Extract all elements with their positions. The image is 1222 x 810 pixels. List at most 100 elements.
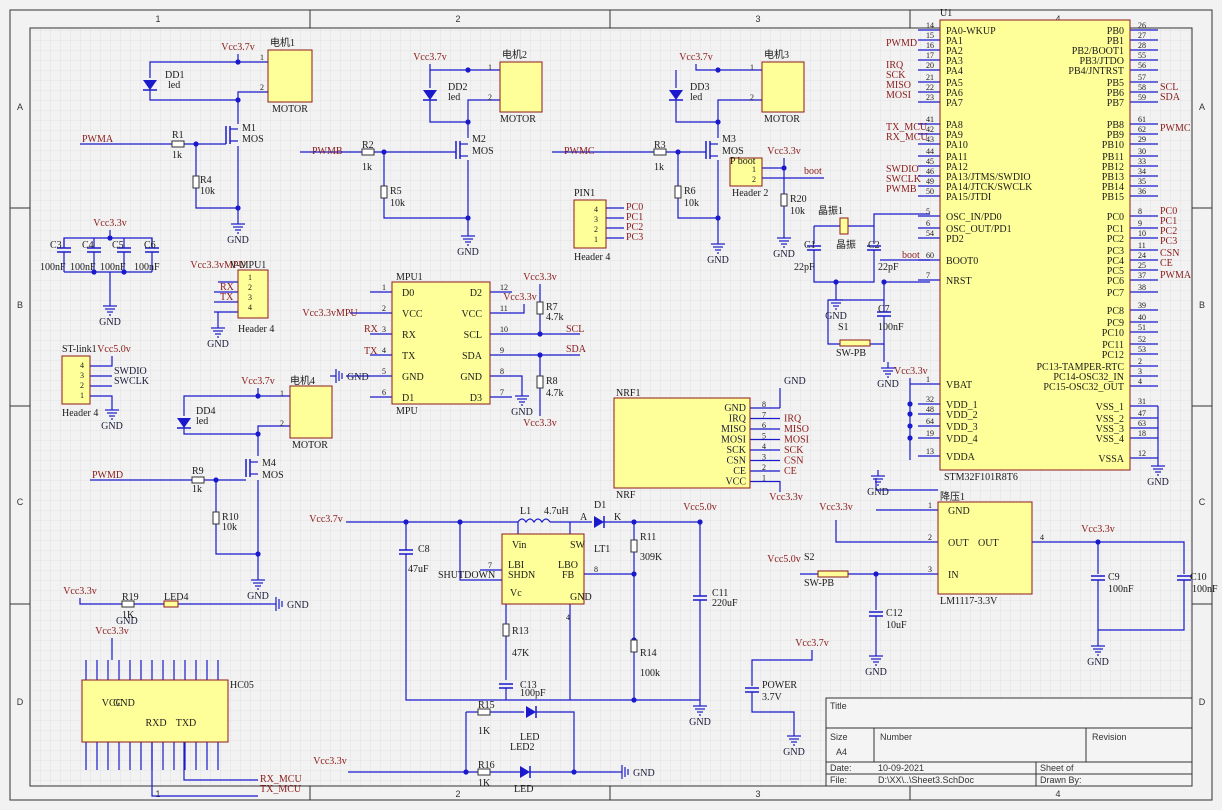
label-ce: CE — [784, 466, 797, 477]
ground-symbol — [231, 218, 245, 234]
junction-dot — [907, 423, 913, 429]
u1-right-pin-num: 34 — [1138, 167, 1146, 176]
nrf-module — [613, 397, 751, 489]
c8-cap — [399, 549, 413, 555]
u1-right-pin-name: PC11 — [1102, 340, 1124, 351]
label-v10k: 10k — [684, 198, 699, 209]
u1-left-pin-num: 50 — [926, 187, 934, 196]
pin-num: 2 — [280, 419, 284, 428]
gnd-label: GND — [101, 421, 123, 432]
ground-symbol — [1091, 640, 1105, 656]
gnd-label: GND — [783, 747, 805, 758]
frame-row-mark: D — [1199, 697, 1206, 707]
power-port-vcc33: Vcc3.3v — [819, 502, 853, 513]
label-boot: boot — [804, 166, 822, 177]
label-lbo: LBO — [558, 560, 578, 571]
label-r5: R5 — [390, 186, 402, 197]
label-mos: MOS — [472, 146, 494, 157]
u1-left-pin-name: PA4 — [946, 66, 963, 77]
pin-num: 1 — [248, 273, 252, 282]
u1-left-net: PWMB — [886, 184, 917, 195]
power-port-vcc33_mpu: Vcc3.3vMPU — [302, 308, 358, 319]
date-value: 10-09-2021 — [878, 763, 924, 773]
label-r13: R13 — [512, 626, 529, 637]
junction-dot — [235, 205, 241, 211]
frame-col-mark: 2 — [455, 789, 460, 799]
c4-cap — [87, 247, 101, 253]
ground-symbol — [711, 238, 725, 254]
u1-left-pin-name: PA11 — [946, 152, 968, 163]
u1-right-pin-name: PC6 — [1107, 276, 1124, 287]
ground-symbol — [829, 294, 843, 310]
label-r1: R1 — [172, 130, 184, 141]
pin-num: 2 — [488, 93, 492, 102]
label-rx: RX — [364, 324, 379, 335]
pin-num: 4 — [1040, 533, 1044, 542]
pin-num: 8 — [500, 367, 504, 376]
label-c9: C9 — [1108, 572, 1120, 583]
revision-label: Revision — [1092, 732, 1127, 742]
label-d1: D1 — [594, 500, 606, 511]
label-r11: R11 — [640, 532, 656, 543]
pin-num: 1 — [928, 501, 932, 510]
dd1-led — [143, 80, 157, 91]
ground-symbol — [251, 574, 265, 590]
label-r16: R16 — [478, 760, 495, 771]
u1-left-pin-num: 22 — [926, 83, 934, 92]
c9-cap — [1091, 575, 1105, 581]
power-port-vcc37: Vcc3.7v — [309, 514, 343, 525]
pin-num: 7 — [500, 388, 504, 397]
label-c3: C3 — [50, 240, 62, 251]
power-port-vcc50: Vcc5.0v — [97, 344, 131, 355]
u1-right-pin-num: 47 — [1138, 409, 1146, 418]
label-r8: R8 — [546, 376, 558, 387]
label-shutdown: SHUTDOWN — [438, 570, 495, 581]
label-led: led — [690, 92, 702, 103]
label-crystal1: 晶振1 — [818, 204, 843, 217]
u1-right-pin-num: 59 — [1138, 93, 1146, 102]
l1-inductor — [517, 518, 551, 524]
u1-right-pin-name: VSS_1 — [1096, 402, 1124, 413]
label-rx: RX — [220, 282, 235, 293]
u1-left-pin-num: 13 — [926, 447, 934, 456]
header2-boot — [729, 157, 763, 187]
pin-num: 3 — [382, 325, 386, 334]
label-pwmc: PWMC — [564, 146, 595, 157]
u1-left-pin-name: PA1 — [946, 36, 963, 47]
frame-row-mark: D — [17, 697, 24, 707]
pin-num: 1 — [382, 283, 386, 292]
label-vc: Vc — [510, 588, 522, 599]
u1-right-pin-num: 11 — [1138, 241, 1146, 250]
power-port-vcc33: Vcc3.3v — [95, 626, 129, 637]
motor1-body — [267, 49, 313, 103]
u1-left-net: SWDIO — [886, 164, 919, 175]
label-c8: C8 — [418, 544, 430, 555]
u1-right-pin-name: PB5 — [1107, 78, 1124, 89]
u1-right-pin-num: 57 — [1138, 73, 1146, 82]
junction-dot — [465, 67, 471, 73]
u1-left-pin-num: 23 — [926, 93, 934, 102]
wire — [835, 520, 938, 543]
c1-cap — [807, 245, 821, 251]
label-motor: MOTOR — [292, 440, 328, 451]
label-lm: LM1117-3.3V — [940, 596, 998, 607]
label-mosi: MOSI — [784, 435, 809, 446]
c3-cap — [57, 247, 71, 253]
gnd-label: GND — [457, 247, 479, 258]
label-lt1: LT1 — [594, 544, 610, 555]
u1-right-pin-name: PC15-OSC32_OUT — [1043, 382, 1124, 393]
file-value: D:\XX\..\Sheet3.SchDoc — [878, 775, 975, 785]
gnd-label: GND — [825, 311, 847, 322]
label-in: IN — [948, 570, 959, 581]
u1-left-pin-num: 64 — [926, 417, 934, 426]
label-out: OUT — [948, 538, 969, 549]
label-rx_mcu: RX_MCU — [260, 774, 302, 785]
label-header2: Header 2 — [732, 188, 768, 199]
r6-resistor — [674, 185, 682, 199]
label-gndp: GND — [460, 372, 482, 383]
pin-num: 2 — [80, 381, 84, 390]
label-pc2: PC2 — [626, 222, 643, 233]
u1-designator: U1 — [940, 8, 952, 19]
label-d2: D2 — [470, 288, 482, 299]
u1-right-pin-name: PB7 — [1107, 98, 1124, 109]
